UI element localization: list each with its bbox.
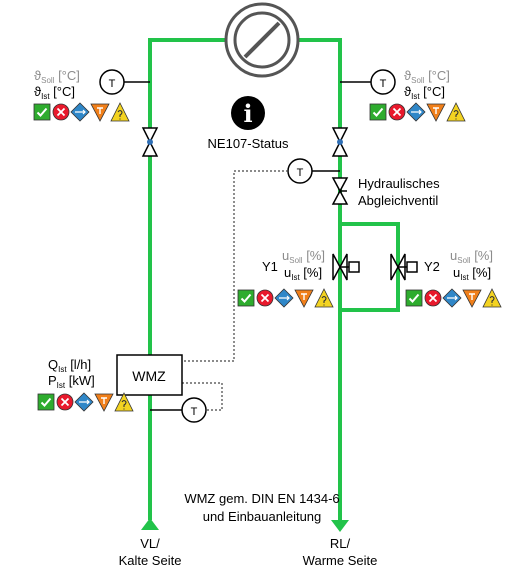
wmz-temperature-sensor[interactable]: T <box>181 397 207 423</box>
y2-ne107-status-icons <box>405 288 502 308</box>
supply-label-line2: Kalte Seite <box>119 553 182 568</box>
return-label-line1: RL/ <box>330 536 351 551</box>
ne107-check-function-icon <box>274 288 294 308</box>
y1-u-soll-label: uSoll [%] <box>282 248 325 265</box>
valve-y1-name: Y1 <box>262 259 278 274</box>
ne107-maintenance-icon <box>314 288 334 308</box>
ne107-status-label: NE107-Status <box>208 136 289 151</box>
ne107-ok-icon <box>37 393 55 411</box>
ne107-check-function-icon <box>406 102 426 122</box>
ne107-ok-icon <box>405 289 423 307</box>
y2-u-ist-label: uIst [%] <box>453 265 491 282</box>
info-icon[interactable]: i <box>231 96 265 130</box>
wmz-ne107-status-icons <box>37 392 134 412</box>
ne107-failure-icon <box>256 289 274 307</box>
ne107-out-of-spec-icon <box>426 103 446 122</box>
balancing-valve-icon[interactable] <box>331 177 349 205</box>
ne107-ok-icon <box>369 103 387 121</box>
supply-pipe <box>148 38 226 520</box>
circulation-pump-icon[interactable] <box>224 2 300 78</box>
left-ne107-status-icons <box>33 102 130 122</box>
ne107-failure-icon <box>388 103 406 121</box>
supply-shutoff-valve-icon[interactable] <box>141 127 159 157</box>
balancing-valve-label-line2: Abgleichventil <box>358 193 438 208</box>
ne107-failure-icon <box>52 103 70 121</box>
ne107-maintenance-icon <box>482 288 502 308</box>
ne107-check-function-icon <box>74 392 94 412</box>
ne107-out-of-spec-icon <box>462 289 482 308</box>
ne107-failure-icon <box>56 393 74 411</box>
ne107-check-function-icon <box>70 102 90 122</box>
ne107-ok-icon <box>33 103 51 121</box>
supply-temperature-sensor[interactable]: T <box>99 69 125 95</box>
y2-u-soll-label: uSoll [%] <box>450 248 493 265</box>
left-t-soll-label: ϑSoll [°C] <box>34 68 80 85</box>
ne107-check-function-icon <box>442 288 462 308</box>
return-label-line2: Warme Seite <box>303 553 378 568</box>
valve-y2-name: Y2 <box>424 259 440 274</box>
y1-u-ist-label: uIst [%] <box>284 265 322 282</box>
return-sensor-signal-line <box>182 170 288 362</box>
ne107-ok-icon <box>237 289 255 307</box>
ne107-out-of-spec-icon <box>294 289 314 308</box>
control-valve-y2-icon[interactable] <box>390 253 418 281</box>
balancing-valve-label-line1: Hydraulisches <box>358 176 440 191</box>
ne107-out-of-spec-icon <box>94 393 114 412</box>
sensor-letter: T <box>109 78 116 90</box>
ne107-maintenance-icon <box>114 392 134 412</box>
return-shutoff-valve-icon[interactable] <box>331 127 349 157</box>
wmz-note-line2: und Einbauanleitung <box>203 509 322 524</box>
right-t-ist-label: ϑIst [°C] <box>404 84 445 101</box>
return-flow-sensor[interactable]: T <box>287 158 313 184</box>
wmz-note-line1: WMZ gem. DIN EN 1434-6 <box>184 491 339 506</box>
svg-text:T: T <box>297 167 304 179</box>
y1-ne107-status-icons <box>237 288 334 308</box>
svg-text:T: T <box>191 406 198 418</box>
wmz-label: WMZ <box>132 368 166 384</box>
left-t-ist-label: ϑIst [°C] <box>34 84 75 101</box>
return-temperature-sensor[interactable]: T <box>370 69 396 95</box>
supply-inlet-marker <box>141 518 159 530</box>
return-outlet-marker <box>331 520 349 532</box>
wmz-box[interactable]: WMZ <box>116 354 183 396</box>
supply-label-line1: VL/ <box>140 536 160 551</box>
ne107-out-of-spec-icon <box>90 103 110 122</box>
svg-text:i: i <box>243 99 252 128</box>
wmz-p-ist-label: PIst [kW] <box>48 373 95 390</box>
control-valve-y1-icon[interactable] <box>332 253 360 281</box>
ne107-maintenance-icon <box>446 102 466 122</box>
right-t-soll-label: ϑSoll [°C] <box>404 68 450 85</box>
ne107-failure-icon <box>424 289 442 307</box>
wmz-q-ist-label: QIst [l/h] <box>48 357 91 374</box>
return-pipe <box>298 38 342 520</box>
ne107-maintenance-icon <box>110 102 130 122</box>
right-ne107-status-icons <box>369 102 466 122</box>
wmz-sensor-signal-line <box>182 382 223 411</box>
sensor-letter: T <box>380 78 387 90</box>
pipe-network <box>148 38 400 520</box>
